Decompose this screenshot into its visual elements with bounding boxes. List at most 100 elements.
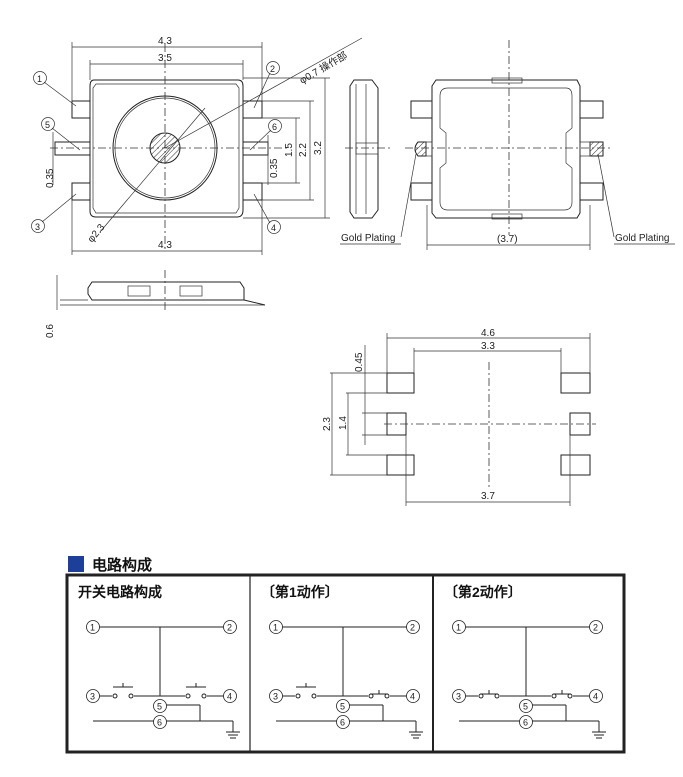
dim-width-bottom: 4.3 xyxy=(158,240,172,251)
dim-pad-height: 0.45 xyxy=(354,352,365,372)
node-label: 1 xyxy=(456,623,461,633)
callout-3: 3 xyxy=(35,222,40,232)
side-view xyxy=(345,79,390,219)
node-3: 3 xyxy=(452,689,466,703)
actuator-label: φ0.7 操作部 xyxy=(297,49,350,87)
callout-1: 1 xyxy=(37,74,42,84)
gold-plating-label-left: Gold Plating xyxy=(341,233,395,244)
terminal-3 xyxy=(71,182,91,201)
dim-height-inner: 1.5 xyxy=(284,143,295,157)
node-3: 3 xyxy=(269,689,283,703)
dim-width-ref: (3.7) xyxy=(497,234,518,245)
callout-6: 6 xyxy=(272,122,277,132)
dim-terminal-width-left: 0.35 xyxy=(45,168,56,188)
node-label: 4 xyxy=(227,692,232,702)
node-label: 5 xyxy=(340,702,345,712)
node-label: 2 xyxy=(410,623,415,633)
node-label: 6 xyxy=(523,718,528,728)
switch-closed xyxy=(478,690,500,700)
dim-middle: 3.7 xyxy=(481,491,495,502)
section-title: 电路构成 xyxy=(92,556,152,574)
node-label: 5 xyxy=(157,702,162,712)
gold-plating-right xyxy=(589,141,604,157)
node-5: 5 xyxy=(519,699,533,713)
circuit-panel: 〔第2动作〕 1 2 3 4 5 6 xyxy=(444,584,606,739)
terminal-5 xyxy=(54,141,91,156)
node-label: 6 xyxy=(157,718,162,728)
front-view: 0.6 xyxy=(45,270,266,338)
switch-open xyxy=(112,683,134,700)
switch-body-outline xyxy=(89,79,244,218)
switch-closed xyxy=(551,690,573,700)
node-2: 2 xyxy=(589,620,603,634)
terminal-4 xyxy=(242,182,263,201)
circuit-panel: 〔第1动作〕 1 2 3 4 5 6 xyxy=(261,584,423,739)
dim-height: 0.6 xyxy=(45,324,56,338)
node-4: 4 xyxy=(223,689,237,703)
switch-open xyxy=(295,683,317,700)
ground-icon xyxy=(226,731,240,739)
panel-title: 开关电路构成 xyxy=(78,584,162,600)
node-1: 1 xyxy=(269,620,283,634)
ground-icon xyxy=(592,731,606,739)
dim-terminal-width-right: 0.35 xyxy=(269,158,280,178)
node-5: 5 xyxy=(153,699,167,713)
circuit-panel: 开关电路构成 1 2 3 4 5 6 xyxy=(78,584,240,739)
callout-2: 2 xyxy=(270,64,275,74)
node-label: 3 xyxy=(273,692,278,702)
back-view: (3.7) Gold Plating Gold Plating xyxy=(340,40,675,250)
pad xyxy=(569,412,591,436)
node-4: 4 xyxy=(589,689,603,703)
pad xyxy=(560,372,591,394)
ground-icon xyxy=(409,731,423,739)
node-1: 1 xyxy=(452,620,466,634)
dim-height-total: 3.2 xyxy=(313,141,324,155)
dim-width-body: 3.5 xyxy=(158,53,172,64)
pad xyxy=(560,454,591,476)
pad xyxy=(386,372,415,394)
node-2: 2 xyxy=(223,620,237,634)
node-label: 3 xyxy=(90,692,95,702)
panel-title: 〔第2动作〕 xyxy=(444,584,522,600)
terminal-callouts: 1 2 3 4 5 6 xyxy=(31,61,282,234)
panel-title: 〔第1动作〕 xyxy=(261,584,339,600)
dim-mid-span: 1.4 xyxy=(338,416,349,430)
circuit-frame xyxy=(65,573,626,754)
node-label: 2 xyxy=(593,623,598,633)
node-label: 1 xyxy=(273,623,278,633)
dim-inner: 3.3 xyxy=(481,341,495,352)
terminal-6 xyxy=(242,141,269,156)
section-marker xyxy=(68,556,84,572)
switch-closed xyxy=(368,690,390,700)
node-4: 4 xyxy=(406,689,420,703)
dim-overall: 4.6 xyxy=(481,328,495,339)
node-5: 5 xyxy=(336,699,350,713)
pad-layout: 4.6 3.3 3.7 2.3 1.4 0.45 xyxy=(322,328,596,506)
node-label: 4 xyxy=(593,692,598,702)
top-view: 4.3 3.5 4.3 3.2 2.2 1.5 0.35 0.35 φ0.7 操… xyxy=(31,36,363,255)
callout-4: 4 xyxy=(271,223,276,233)
dim-height-terminals: 2.2 xyxy=(298,143,309,157)
node-label: 2 xyxy=(227,623,232,633)
terminal-2 xyxy=(242,100,263,119)
node-label: 4 xyxy=(410,692,415,702)
node-1: 1 xyxy=(86,620,100,634)
node-label: 5 xyxy=(523,702,528,712)
callout-5: 5 xyxy=(45,120,50,130)
circuit-section: 电路构成 开关电路构成 1 2 3 4 5 6 〔第1动作〕 1 2 3 4 5 6 〔第2动作〕 1 2 3 4 5… xyxy=(65,556,626,754)
gold-plating-label-right: Gold Plating xyxy=(615,233,669,244)
node-3: 3 xyxy=(86,689,100,703)
node-label: 6 xyxy=(340,718,345,728)
pad xyxy=(386,454,415,476)
node-6: 6 xyxy=(336,715,350,729)
node-6: 6 xyxy=(519,715,533,729)
terminal-1 xyxy=(71,100,91,119)
circle-dia-label: φ2.3 xyxy=(86,222,108,245)
node-6: 6 xyxy=(153,715,167,729)
gold-plating-left xyxy=(414,141,427,157)
switch-open xyxy=(185,683,207,700)
node-2: 2 xyxy=(406,620,420,634)
dim-height: 2.3 xyxy=(322,417,333,431)
dim-width-outer: 4.3 xyxy=(158,36,172,47)
